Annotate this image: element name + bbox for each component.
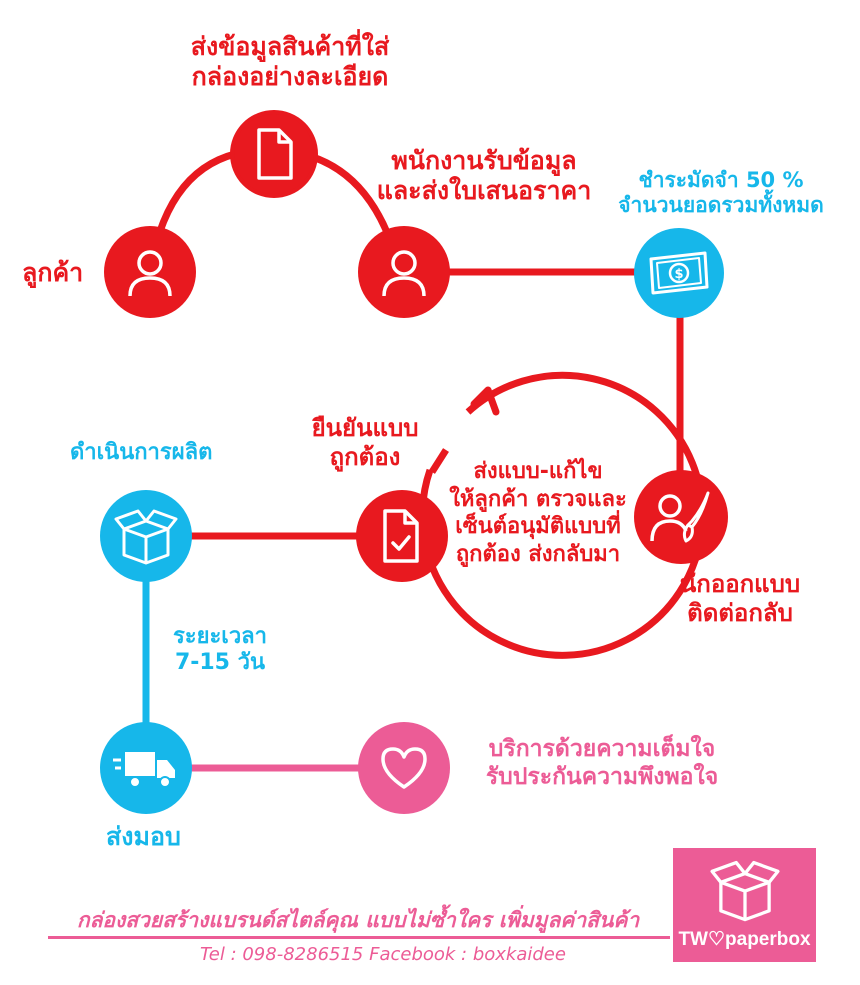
- deposit-label: ชำระมัดจำ 50 % จำนวนยอดรวมทั้งหมด: [596, 168, 846, 218]
- box-icon: [114, 509, 178, 565]
- send-info-line2: กล่องอย่างละเอียด: [191, 62, 389, 91]
- customer-label: ลูกค้า: [22, 258, 83, 288]
- deposit-line2: จำนวนยอดรวมทั้งหมด: [618, 193, 824, 218]
- production-label: ดำเนินการผลิต: [70, 440, 212, 466]
- designer-label: นักออกแบบ ติดต่อกลับ: [640, 570, 840, 628]
- customer-node: [104, 226, 196, 318]
- production-text: ดำเนินการผลิต: [70, 440, 213, 465]
- service-node: [358, 722, 450, 814]
- truck-icon: [113, 752, 175, 788]
- staff-node: [358, 226, 450, 318]
- confirm-line1: ยืนยันแบบ: [311, 414, 419, 442]
- money-icon: $: [649, 251, 709, 295]
- duration-label: ระยะเวลา 7-15 วัน: [150, 624, 290, 677]
- footer-slogan: กล่องสวยสร้างแบรนด์สไตล์คุณ แบบไม่ซ้ำใคร…: [76, 908, 640, 932]
- cycle-note-line2: ให้ลูกค้า ตรวจและ: [449, 486, 627, 512]
- service-line2: รับประกันความพึงพอใจ: [485, 763, 719, 790]
- review-cycle-arrowhead: [470, 386, 500, 416]
- document-check-icon: [383, 509, 419, 563]
- heart-icon: [381, 747, 427, 789]
- box-icon: [710, 860, 780, 922]
- footer-divider: [48, 936, 670, 939]
- user-icon: [382, 250, 426, 297]
- send-info-node: [230, 110, 318, 198]
- service-label: บริการด้วยความเต็มใจ รับประกันความพึงพอใ…: [462, 736, 742, 791]
- confirm-label: ยืนยันแบบ ถูกต้อง: [290, 414, 440, 472]
- confirm-line2: ถูกต้อง: [329, 442, 401, 471]
- footer-contact: Tel : 098-8286515 Facebook : boxkaidee: [200, 944, 566, 965]
- designer-node: [634, 470, 728, 564]
- delivery-label: ส่งมอบ: [106, 822, 181, 852]
- staff-line1: พนักงานรับข้อมูล: [391, 146, 577, 175]
- brand-logo: TW♡paperbox: [673, 848, 816, 962]
- duration-line2: 7-15 วัน: [174, 650, 266, 676]
- review-cycle-dash: [429, 448, 449, 474]
- send-info-label: ส่งข้อมูลสินค้าที่ใส่ กล่องอย่างละเอียด: [170, 32, 410, 92]
- customer-text: ลูกค้า: [22, 258, 84, 287]
- duration-line1: ระยะเวลา: [172, 624, 268, 649]
- deposit-node: $: [634, 228, 724, 318]
- cycle-note-line4: ถูกต้อง ส่งกลับมา: [455, 541, 621, 567]
- document-icon: [257, 128, 293, 180]
- cycle-note-line3: เซ็นต์อนุมัติแบบที่: [455, 514, 621, 539]
- delivery-node: [100, 722, 192, 814]
- designer-brush-icon: [650, 491, 710, 543]
- delivery-text: ส่งมอบ: [106, 822, 181, 851]
- staff-label: พนักงานรับข้อมูล และส่งใบเสนอราคา: [364, 146, 604, 206]
- cycle-note-line1: ส่งแบบ-แก้ไข: [473, 459, 603, 484]
- user-icon: [128, 250, 172, 297]
- review-cycle-loop: [418, 371, 706, 659]
- staff-line2: และส่งใบเสนอราคา: [376, 176, 592, 205]
- confirm-node: [356, 490, 448, 582]
- deposit-line1: ชำระมัดจำ 50 %: [638, 168, 804, 192]
- brand-name: TW♡paperbox: [678, 929, 811, 950]
- designer-line1: นักออกแบบ: [679, 570, 801, 598]
- service-line1: บริการด้วยความเต็มใจ: [488, 736, 716, 762]
- production-node: [100, 490, 192, 582]
- send-info-line1: ส่งข้อมูลสินค้าที่ใส่: [190, 32, 390, 61]
- cycle-note-label: ส่งแบบ-แก้ไข ให้ลูกค้า ตรวจและ เซ็นต์อนุ…: [438, 458, 638, 568]
- designer-line2: ติดต่อกลับ: [687, 598, 793, 627]
- svg-text:$: $: [674, 267, 683, 282]
